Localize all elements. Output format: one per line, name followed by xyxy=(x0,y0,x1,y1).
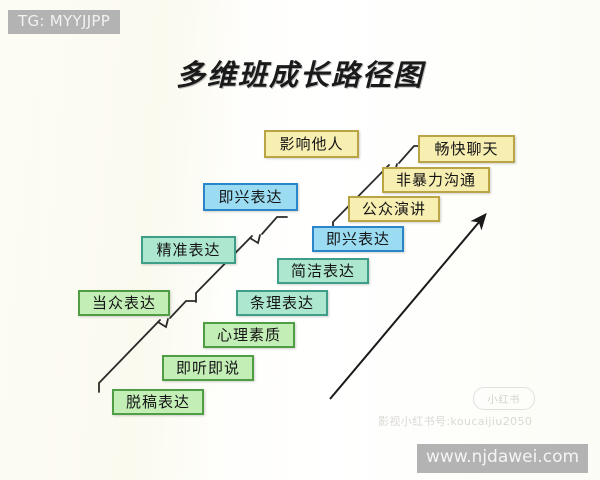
step-box-xinli-suzhi[interactable]: 心理素质 xyxy=(203,322,295,348)
telegram-watermark-tag: TG: MYYJJPP xyxy=(8,10,121,35)
step-box-feibaoli-goutong[interactable]: 非暴力沟通 xyxy=(382,167,490,193)
page-title: 多维班成长路径图 xyxy=(175,58,424,92)
step-box-yingxiang-taren[interactable]: 影响他人 xyxy=(264,130,359,158)
step-box-jingzhun-biaoda[interactable]: 精准表达 xyxy=(141,236,236,264)
xiaohongshu-handle-watermark: 影视小红书号:koucaijiu2050 xyxy=(378,415,533,428)
step-box-jianjie-biaoda[interactable]: 简洁表达 xyxy=(277,258,369,284)
site-watermark-tag: www.njdawei.com xyxy=(417,444,589,473)
step-box-gongzhong-yanjiang[interactable]: 公众演讲 xyxy=(348,196,440,222)
step-box-jiting-jishuo[interactable]: 即听即说 xyxy=(162,355,254,381)
staircase-lower xyxy=(98,300,196,393)
step-box-changkuai-liaotian[interactable]: 畅快聊天 xyxy=(418,135,515,163)
step-box-jixing-biaoda-left[interactable]: 即兴表达 xyxy=(203,183,298,211)
step-box-jixing-biaoda-right[interactable]: 即兴表达 xyxy=(312,226,404,252)
growth-arrow xyxy=(329,212,487,400)
xiaohongshu-badge: 小红书 xyxy=(473,387,535,410)
step-box-dangzhong-biaoda[interactable]: 当众表达 xyxy=(78,290,170,316)
step-box-tiaoli-biaoda[interactable]: 条理表达 xyxy=(236,290,328,316)
step-box-tuogao-biaoda[interactable]: 脱稿表达 xyxy=(112,389,204,415)
